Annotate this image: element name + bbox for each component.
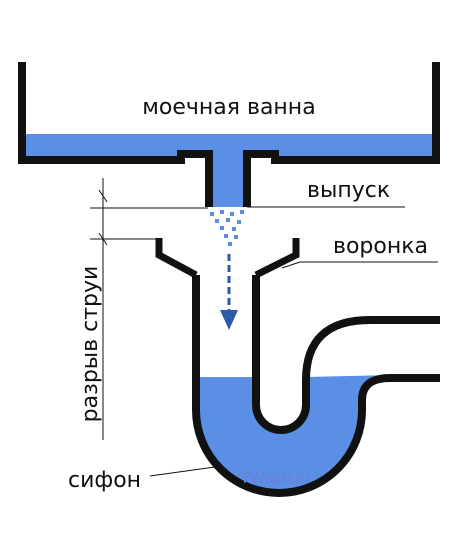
sink-basin-wall <box>18 62 440 207</box>
air-gap-dimension <box>90 178 208 440</box>
watermark-text: TWspb.ru <box>240 470 309 487</box>
outlet-water <box>209 157 247 207</box>
siphon-label: сифон <box>68 468 141 493</box>
flow-arrow-head <box>220 310 238 330</box>
funnel-right-wall <box>254 238 300 279</box>
sink-water <box>26 134 432 158</box>
siphon-outer-wall <box>192 275 440 497</box>
funnel-label: воронка <box>333 234 428 259</box>
siphon-leader-line <box>149 465 223 477</box>
siphon-inner-wall <box>252 275 440 434</box>
outlet-label: выпуск <box>307 178 390 203</box>
falling-droplets <box>210 210 244 246</box>
air-gap-label: разрыв струи <box>78 266 103 423</box>
funnel-leader-line <box>281 261 301 269</box>
siphon-water <box>196 374 440 493</box>
sink-label: моечная ванна <box>142 95 315 120</box>
funnel-left-wall <box>155 238 198 279</box>
